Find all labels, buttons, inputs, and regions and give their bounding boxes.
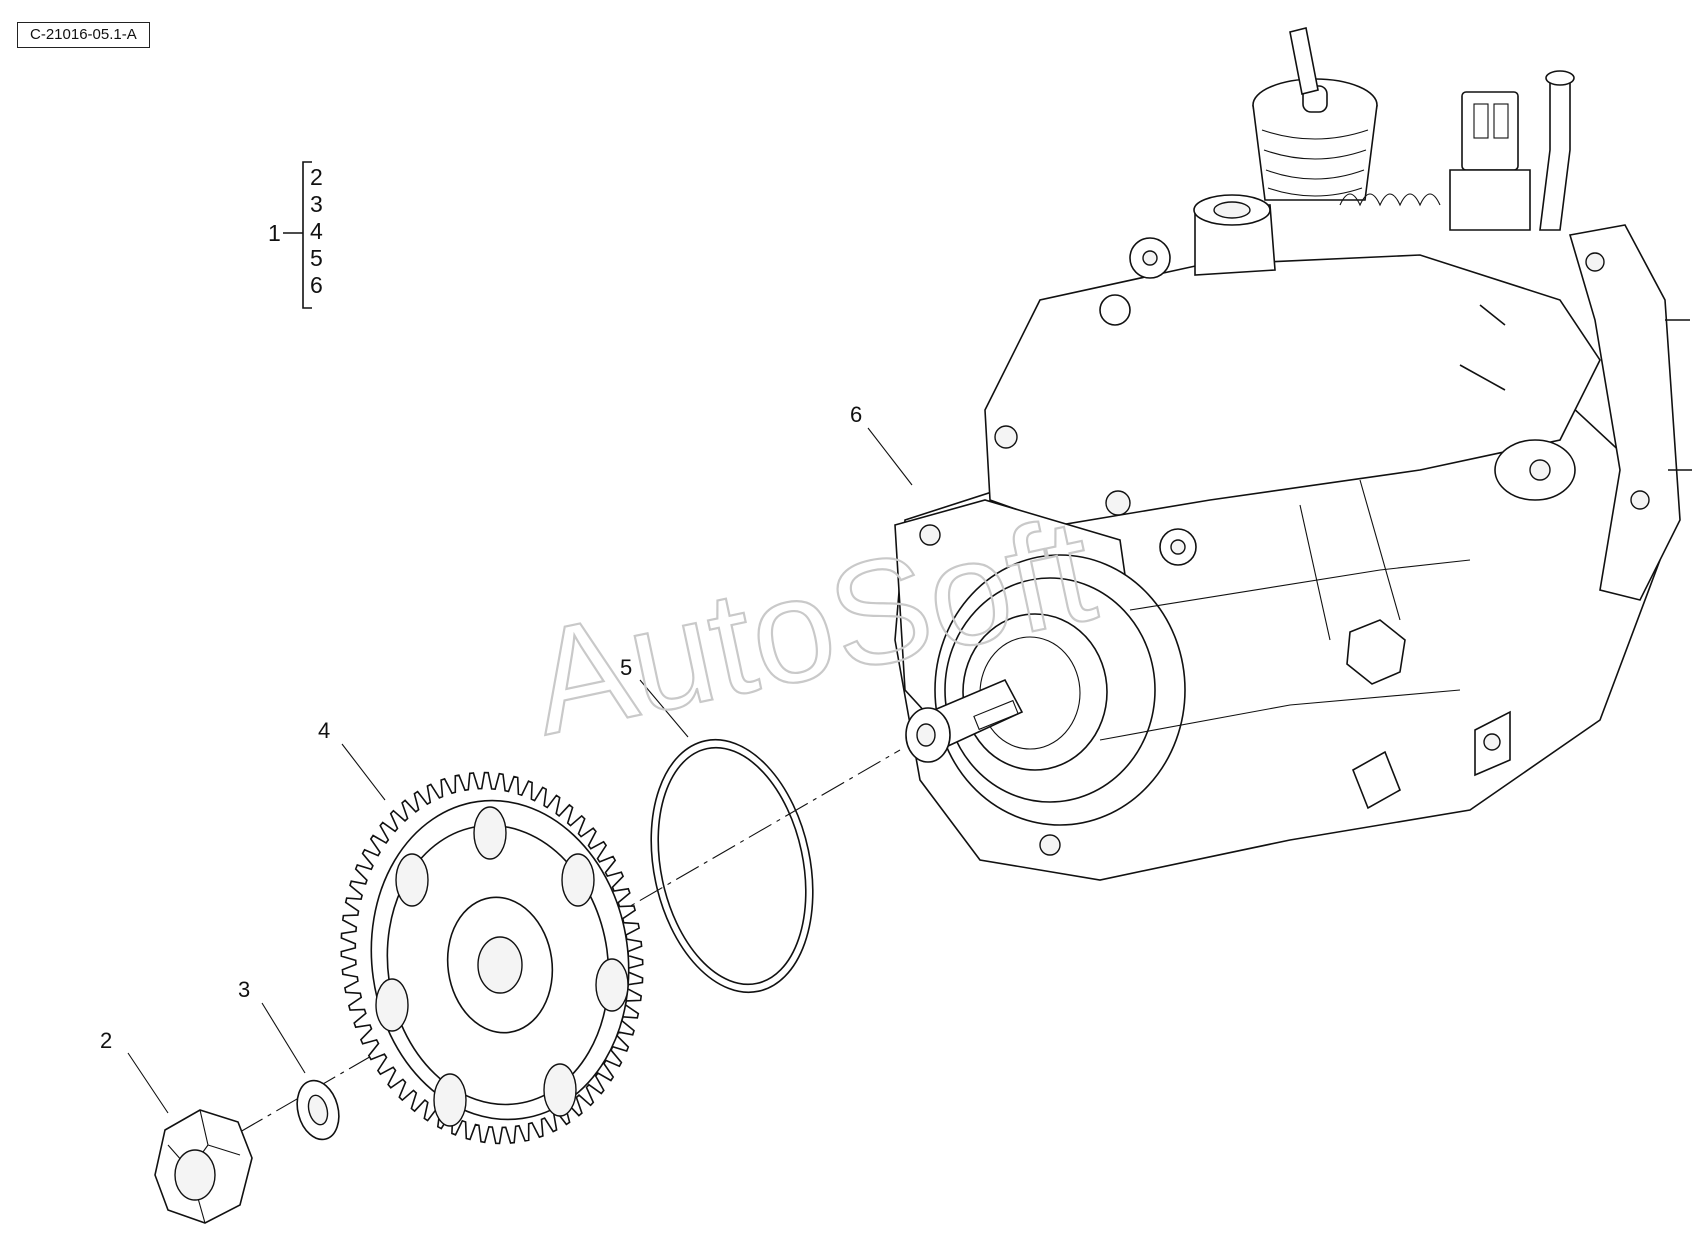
callout-o-ring: 5 — [620, 655, 632, 680]
hex-nut — [154, 1109, 253, 1224]
reference-code: C-21016-05.1-A — [17, 22, 150, 48]
assembly-item: 4 — [310, 218, 323, 244]
assembly-item: 3 — [310, 191, 323, 217]
assembly-item: 2 — [310, 164, 323, 190]
callout-gear: 4 — [318, 718, 330, 743]
callout-washer: 3 — [238, 977, 250, 1002]
leader-lines — [127, 427, 913, 1114]
callout-labels: 2 3 4 5 6 — [100, 402, 862, 1053]
timing-gear — [340, 771, 644, 1145]
assembly-item: 5 — [310, 245, 323, 271]
assembly-group: 1 2 3 4 5 6 — [268, 161, 323, 309]
washer — [296, 1079, 340, 1141]
callout-nut: 2 — [100, 1028, 112, 1053]
assembly-item: 6 — [310, 272, 323, 298]
injection-pump — [894, 27, 1692, 881]
callout-pump: 6 — [850, 402, 862, 427]
o-ring — [650, 738, 814, 994]
assembly-number: 1 — [268, 220, 281, 246]
